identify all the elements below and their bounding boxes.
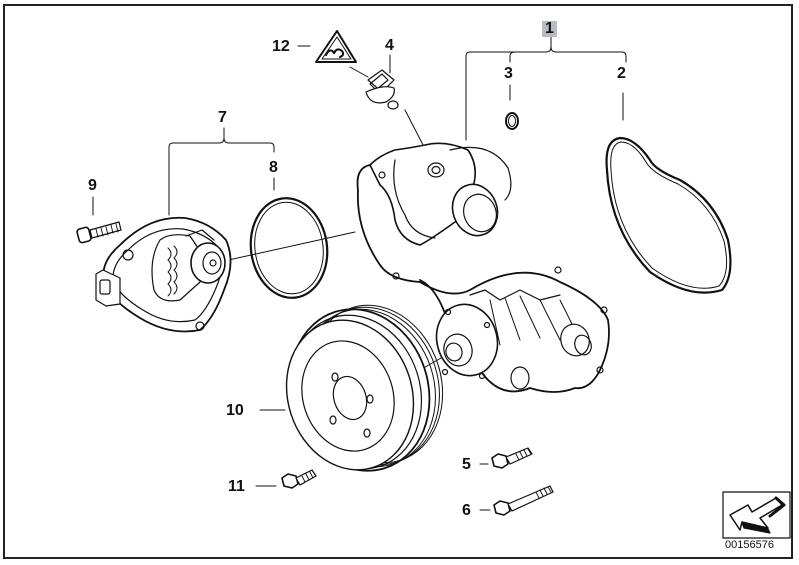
bolt-11 [281, 469, 317, 489]
part-label-2[interactable]: 2 [617, 65, 626, 82]
bolt-5 [491, 447, 533, 469]
back-arrow-icon[interactable] [722, 491, 791, 539]
thermostat-housing-7 [95, 216, 232, 333]
part-label-6[interactable]: 6 [462, 502, 471, 519]
part-label-3[interactable]: 3 [504, 65, 513, 82]
bolt-6 [493, 485, 554, 516]
diagram-frame [3, 4, 793, 559]
part-label-5[interactable]: 5 [462, 456, 471, 473]
part-label-4[interactable]: 4 [385, 37, 394, 54]
temperature-sensor [365, 69, 399, 110]
o-ring-3 [505, 112, 519, 130]
part-label-7[interactable]: 7 [218, 109, 227, 126]
water-pump-1 [356, 142, 610, 393]
o-ring-8 [249, 197, 329, 299]
part-label-11[interactable]: 11 [228, 478, 245, 495]
caution-triangle-icon [315, 30, 357, 63]
part-label-9[interactable]: 9 [88, 177, 97, 194]
bolt-9 [76, 221, 122, 244]
pulley-10 [285, 304, 444, 472]
part-label-8[interactable]: 8 [269, 159, 278, 176]
part-label-12[interactable]: 12 [272, 38, 290, 55]
part-label-1[interactable]: 1 [542, 21, 557, 37]
part-label-10[interactable]: 10 [226, 402, 244, 419]
gasket-2 [605, 136, 732, 294]
diagram-id: 00156576 [725, 539, 774, 551]
